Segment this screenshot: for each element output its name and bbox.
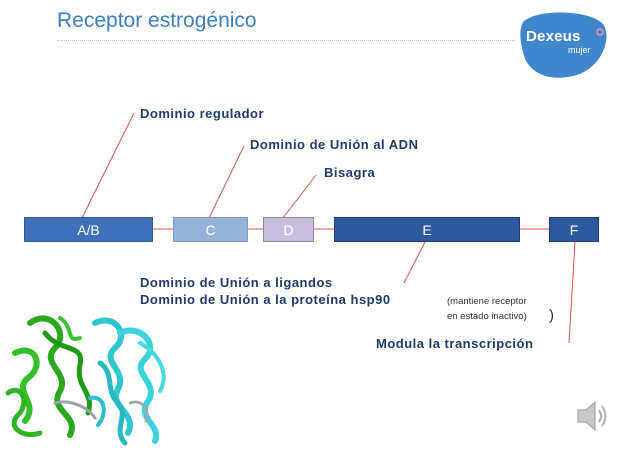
pointer-transcripcion <box>568 241 576 344</box>
pointer-union-adn <box>208 145 245 219</box>
domain-box-d: D <box>263 217 314 242</box>
label-union-ligandos: Dominio de Unión a ligandos <box>140 275 333 290</box>
note-hsp90-line1: (mantiene receptor <box>447 296 527 307</box>
pointer-regulador <box>81 112 135 219</box>
title-divider <box>57 40 515 41</box>
dexeus-logo: Dexeus mujer <box>517 12 609 78</box>
label-union-hsp90: Dominio de Unión a la proteína hsp90 <box>140 292 391 307</box>
logo-sub-text: mujer <box>568 45 591 55</box>
label-dominio-regulador: Dominio regulador <box>140 106 265 121</box>
speaker-icon[interactable] <box>574 396 612 436</box>
pointer-bisagra <box>282 174 317 219</box>
domain-box-e: E <box>334 217 520 242</box>
domain-box-f: F <box>549 217 599 242</box>
pointer-ligandos <box>403 241 426 284</box>
domain-box-c: C <box>173 217 248 242</box>
label-bisagra: Bisagra <box>324 165 376 180</box>
label-modula-transcripcion: Modula la transcripción <box>376 336 534 351</box>
logo-brand-text: Dexeus <box>526 28 581 45</box>
label-union-adn: Dominio de Unión al ADN <box>250 137 419 152</box>
note-hsp90-line2: en estado inactivo) <box>447 311 527 322</box>
closing-parenthesis: ) <box>549 307 554 324</box>
protein-structure-image <box>0 303 180 447</box>
domain-box-ab: A/B <box>24 217 153 242</box>
slide-title: Receptor estrogénico <box>57 9 257 32</box>
